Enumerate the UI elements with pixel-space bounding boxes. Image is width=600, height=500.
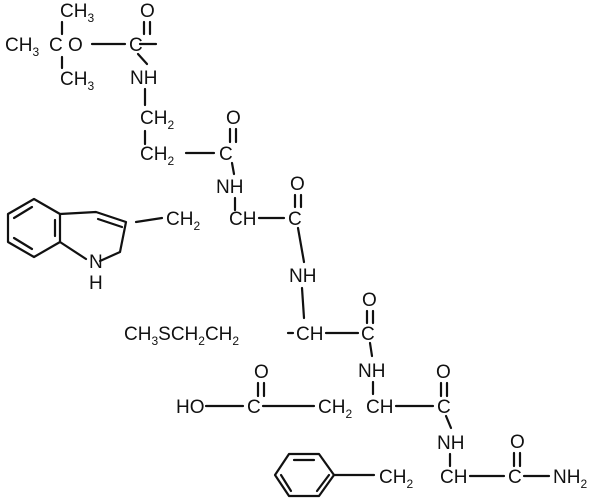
phe-alpha-carbon: CH (440, 467, 467, 488)
asp-ch2: CH2 (318, 397, 352, 421)
beta-ala-amine: NH (216, 177, 243, 198)
bond-ba-c-nh (230, 161, 236, 176)
beta-ala-carbonyl-oxygen: O (226, 108, 241, 129)
boc-quaternary-carbon: C (49, 35, 63, 56)
boc-amine: NH (130, 68, 157, 89)
met-amine: NH (358, 361, 385, 382)
trp-amine: NH (289, 266, 316, 287)
trp-indole-h: H (89, 273, 103, 294)
met-side-chain: CH3SCH2CH2 (124, 324, 239, 348)
boc-carbonyl-carbon: C (129, 35, 143, 56)
indole-double-1 (12, 205, 34, 220)
bond-trp-c-nh (296, 226, 306, 264)
asp-acid-carbon: C (247, 397, 261, 418)
met-carbonyl-carbon: C (361, 324, 375, 345)
boc-methyl-left: CH3 (5, 35, 39, 59)
bond-met-c-nh (368, 341, 374, 358)
trp-carbonyl-carbon: C (288, 209, 302, 230)
indole-double-4 (96, 217, 124, 229)
phenyl-double-3 (279, 473, 293, 493)
boc-methyl-top: CH3 (60, 1, 94, 25)
bond-nh-met-alpha (300, 286, 306, 320)
phe-carbonyl-oxygen: O (510, 432, 525, 453)
phe-ch2: CH2 (379, 467, 413, 491)
boc-ester-oxygen: O (68, 35, 83, 56)
asp-acid-oxygen: O (254, 362, 269, 383)
asp-hydroxyl: HO (176, 397, 205, 418)
boc-methyl-bottom: CH3 (60, 69, 94, 93)
trp-carbonyl-oxygen: O (290, 174, 305, 195)
asp-alpha-carbon: CH (366, 397, 393, 418)
phe-carbonyl-carbon: C (508, 467, 522, 488)
met-alpha-carbon: CH (296, 324, 323, 345)
beta-ala-ch2-upper: CH2 (140, 108, 174, 132)
indole-pyrrole-ring (58, 210, 128, 263)
asp-carbonyl-oxygen: O (436, 362, 451, 383)
beta-ala-ch2-lower: CH2 (140, 144, 174, 168)
asp-amine: NH (437, 433, 464, 454)
bond-boc-c-nh (136, 52, 149, 66)
bond-indole-ch2 (134, 216, 164, 224)
met-carbonyl-oxygen: O (362, 290, 377, 311)
asp-carbonyl-carbon: C (437, 397, 451, 418)
trp-indole-n: N (89, 252, 103, 273)
phenyl-double-2 (315, 473, 331, 493)
trp-alpha-carbon: CH (229, 209, 256, 230)
bond-indole-n-left (58, 240, 88, 261)
bond-asp-c-nh (444, 414, 453, 430)
boc-carbonyl-oxygen: O (140, 1, 155, 22)
phe-amide: NH2 (553, 467, 587, 491)
beta-ala-carbonyl-carbon: C (219, 144, 233, 165)
trp-ch2: CH2 (166, 209, 200, 233)
indole-double-2 (12, 236, 34, 251)
indole-benzene-ring (6, 197, 62, 259)
